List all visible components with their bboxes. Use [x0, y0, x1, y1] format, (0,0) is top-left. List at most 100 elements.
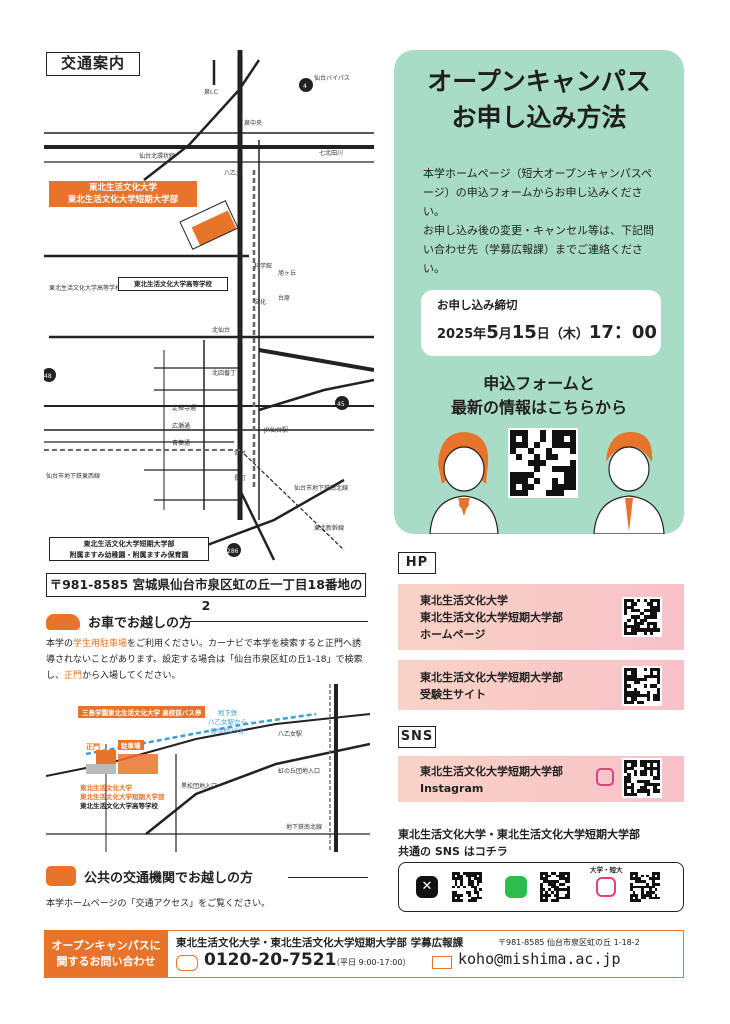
detail-gate-label: 正門 — [86, 743, 100, 751]
map-university-label: 東北生活文化大学 東北生活文化大学短期大学部 — [49, 181, 197, 207]
detail-walk-label: 地下鉄 八乙女駅から 徒歩約20分 — [208, 709, 247, 736]
detail-campus-line3: 東北生活文化大学高等学校 — [80, 802, 158, 810]
car-text-1: 本学の — [46, 639, 74, 649]
detail-parking-label: 駐車場 — [118, 740, 144, 750]
detail-walk-line2: 八乙女駅から — [208, 718, 247, 726]
high-school-map-label: 東北生活文化大学高等学校 — [49, 284, 121, 292]
route-286-label: 286 — [227, 548, 239, 555]
apply-body-2: お申し込み後の変更・キャンセル等は、下記問い合わせ先（学募広報課）までご連絡くだ… — [423, 224, 654, 275]
hp-box-applicant-text: 東北生活文化大学短期大学部 受験生サイト — [420, 669, 563, 703]
contact-tel[interactable]: 0120-20-7521 — [204, 950, 337, 970]
map-highschool-box: 東北生活文化大学高等学校 — [118, 277, 228, 291]
contact-address: 〒981-8585 仙台市泉区虹の丘 1-18-2 — [498, 938, 640, 947]
student-illustration-male — [593, 432, 665, 534]
map-university-line1: 東北生活文化大学 — [88, 183, 157, 193]
instagram-icon[interactable] — [596, 768, 614, 786]
nagamachi-label: 長町 — [234, 475, 246, 482]
public-heading: 公共の交通機関でお越しの方 — [46, 866, 253, 886]
insta-label: 大学・短大 — [590, 866, 623, 874]
car-heading: お車でお越しの方 — [46, 612, 192, 631]
public-text: 本学ホームページの「交通アクセス」をご覧ください。 — [46, 899, 271, 909]
car-icon — [46, 613, 80, 630]
contact-hours: （平日 9:00-17:00） — [332, 958, 411, 967]
sns-common-line1: 東北生活文化大学・東北生活文化大学短期大学部 — [398, 828, 640, 841]
deadline-month-unit: 月 — [498, 327, 512, 342]
map-kindergarten-line1: 東北生活文化大学短期大学部 — [83, 540, 175, 548]
apply-title-line2: お申し込み方法 — [451, 103, 627, 132]
izumi-ic-label: 泉I.C — [204, 88, 218, 96]
access-title: 交通案内 — [46, 52, 140, 76]
aoba-label: 青葉通 — [172, 439, 190, 447]
hirose-label: 広瀬通 — [172, 422, 190, 430]
north-loop-label: 仙台北環状線 — [139, 152, 175, 160]
sns-box-line1: 東北生活文化大学短期大学部 — [420, 765, 563, 778]
map-university-line2: 東北生活文化大学短期大学部 — [67, 195, 179, 205]
line-qr-code[interactable] — [538, 870, 572, 904]
detail-busstop-label: 三島学園東北生活文化大学 高校前バス停 — [78, 706, 206, 718]
address-box: 〒981-8585 宮城県仙台市泉区虹の丘一丁目18番地の2 — [46, 573, 366, 613]
kagakukan-label: 科学館 — [254, 262, 272, 270]
hp-box2-line1: 東北生活文化大学短期大学部 — [420, 671, 563, 684]
tozai-label: 仙台市地下鉄東西線 — [46, 472, 100, 480]
kitayonbancho-label: 北四番丁 — [212, 369, 236, 377]
car-text: 本学の学生用駐車場をご利用ください。カーナビで本学を検索すると正門へ誘導されない… — [46, 636, 370, 684]
deadline-year: 2025年 — [437, 327, 487, 342]
car-heading-text: お車でお越しの方 — [88, 616, 193, 631]
form-cta: 申込フォームと 最新の情報はこちらから — [394, 372, 684, 420]
public-heading-text: 公共の交通機関でお越しの方 — [84, 870, 254, 886]
instagram-icon-common[interactable] — [596, 877, 616, 897]
access-map: 4 48 45 286 泉I.C 仙台バイパス 仙台北環状線 七北田川 八乙女 … — [44, 50, 374, 561]
x-icon[interactable]: ✕ — [416, 876, 438, 898]
sns-common-text: 東北生活文化大学・東北生活文化大学短期大学部 共通の SNS はコチラ — [398, 826, 640, 860]
x-qr-code[interactable] — [450, 870, 484, 904]
deadline-weekday: （木） — [549, 327, 589, 342]
instagram-qr-code[interactable] — [628, 870, 662, 904]
izumi-chuo-label: 泉中央 — [244, 119, 262, 127]
hp-university-qr-code[interactable] — [622, 597, 662, 637]
hp-box1-line3: ホームページ — [420, 628, 486, 641]
contact-label-line1: オープンキャンパスに — [51, 939, 161, 952]
apply-title-line1: オープンキャンパス — [427, 67, 651, 96]
detail-walk-line1: 地下鉄 — [217, 709, 238, 717]
apply-qr-code[interactable] — [508, 428, 578, 498]
contact-email[interactable]: koho@mishima.ac.jp — [458, 950, 621, 968]
contact-label: オープンキャンパスに 関するお問い合わせ — [44, 930, 168, 978]
sns-common-line2: 共通の SNS はコチラ — [398, 845, 508, 858]
sendai-station-label: 仙台 — [234, 449, 246, 457]
deadline-card — [421, 290, 661, 356]
line-icon[interactable] — [505, 876, 527, 898]
sns-instagram-qr-code[interactable] — [622, 758, 662, 798]
hp-tag: HP — [398, 552, 436, 574]
bunka-label: 文化 — [254, 298, 266, 306]
detail-walk-line3: 徒歩約20分 — [210, 727, 245, 735]
route-48-label: 48 — [44, 373, 52, 380]
apply-body: 本学ホームページ（短大オープンキャンパスページ）の申込フォームからお申し込みくだ… — [423, 164, 663, 278]
shinkansen-label: 東北新幹線 — [314, 524, 344, 532]
hp-box1-line2: 東北生活文化大学短期大学部 — [420, 611, 563, 624]
hp-box2-line2: 受験生サイト — [420, 688, 486, 701]
route-4-label: 4 — [303, 83, 307, 90]
detail-campus-line2: 東北生活文化大学短期大学部 — [80, 793, 165, 801]
form-cta-line1: 申込フォームと — [483, 374, 595, 393]
deadline-label: お申し込み締切 — [437, 298, 518, 312]
deadline-time: 17：00 — [588, 322, 657, 343]
sns-box-text: 東北生活文化大学短期大学部 Instagram — [420, 763, 563, 797]
route-45-label: 45 — [337, 401, 345, 408]
apply-body-1: 本学ホームページ（短大オープンキャンパスページ）の申込フォームからお申し込みくだ… — [423, 167, 653, 218]
hp-box1-line1: 東北生活文化大学 — [420, 594, 508, 607]
contact-org: 東北生活文化大学・東北生活文化大学短期大学部 学募広報課 — [176, 937, 464, 949]
deadline-date: 2025年5月15日（木）17：00 — [437, 318, 657, 344]
detail-campus-line1: 東北生活文化大学 — [80, 784, 132, 792]
student-illustration-female — [429, 432, 499, 534]
map-kindergarten-line2: 附属ますみ幼稚園・附属ますみ保育園 — [69, 551, 189, 559]
hp-applicant-qr-code[interactable] — [622, 666, 662, 706]
hachiotome-label: 八乙女 — [224, 169, 242, 177]
sns-box-line2: Instagram — [420, 782, 484, 795]
car-text-2: をご利用ください。カーナビで本学を検索すると正門へ誘導されないことがあります。設… — [46, 639, 363, 681]
freedial-icon — [176, 955, 198, 971]
kitasendai-label: 北仙台 — [212, 326, 230, 334]
public-heading-rule — [288, 877, 368, 878]
car-text-3: から入場してください。 — [82, 671, 181, 681]
car-text-gate: 正門 — [64, 671, 83, 681]
jr-sendai-label: JR仙台駅 — [263, 426, 288, 434]
